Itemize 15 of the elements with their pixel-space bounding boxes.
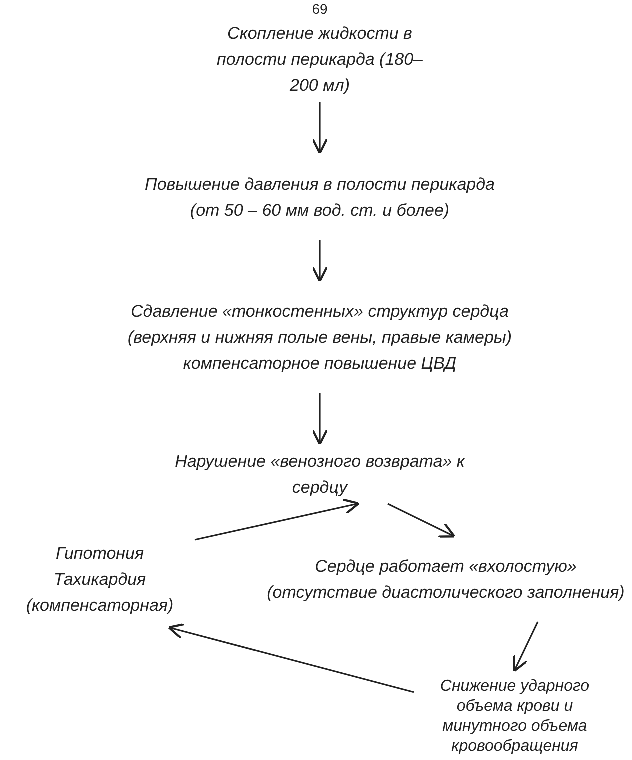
step-text: Повышение давления в полости перикарда (от 50 – 60 мм вод. ст. и более) [144, 174, 496, 222]
step-text: Сдавление «тонкостенных» структур сердца (верхняя и нижняя полые вены, правые камеры) компенсаторное повышение ЦВД [126, 301, 514, 375]
step-text: Гипотония Тахикардия (компенсаторная) [25, 543, 175, 617]
arrow [312, 102, 328, 155]
arrow [312, 393, 328, 446]
page-number: 69 [311, 0, 329, 18]
arrow [312, 240, 328, 283]
arrow [388, 503, 456, 538]
arrow [194, 498, 360, 541]
step-text: Скопление жидкости в полости перикарда (180–200 мл) [216, 23, 424, 97]
step-text: Сердце работает «вхолостую» (отсутствие диастолического заполнения) [266, 556, 626, 604]
step-text: Снижение ударного объема крови и минутного объема кровообращения [439, 677, 591, 757]
arrow [513, 622, 539, 672]
arrow [168, 623, 414, 694]
step-text: Нарушение «венозного возврата» к сердцу [174, 451, 466, 499]
